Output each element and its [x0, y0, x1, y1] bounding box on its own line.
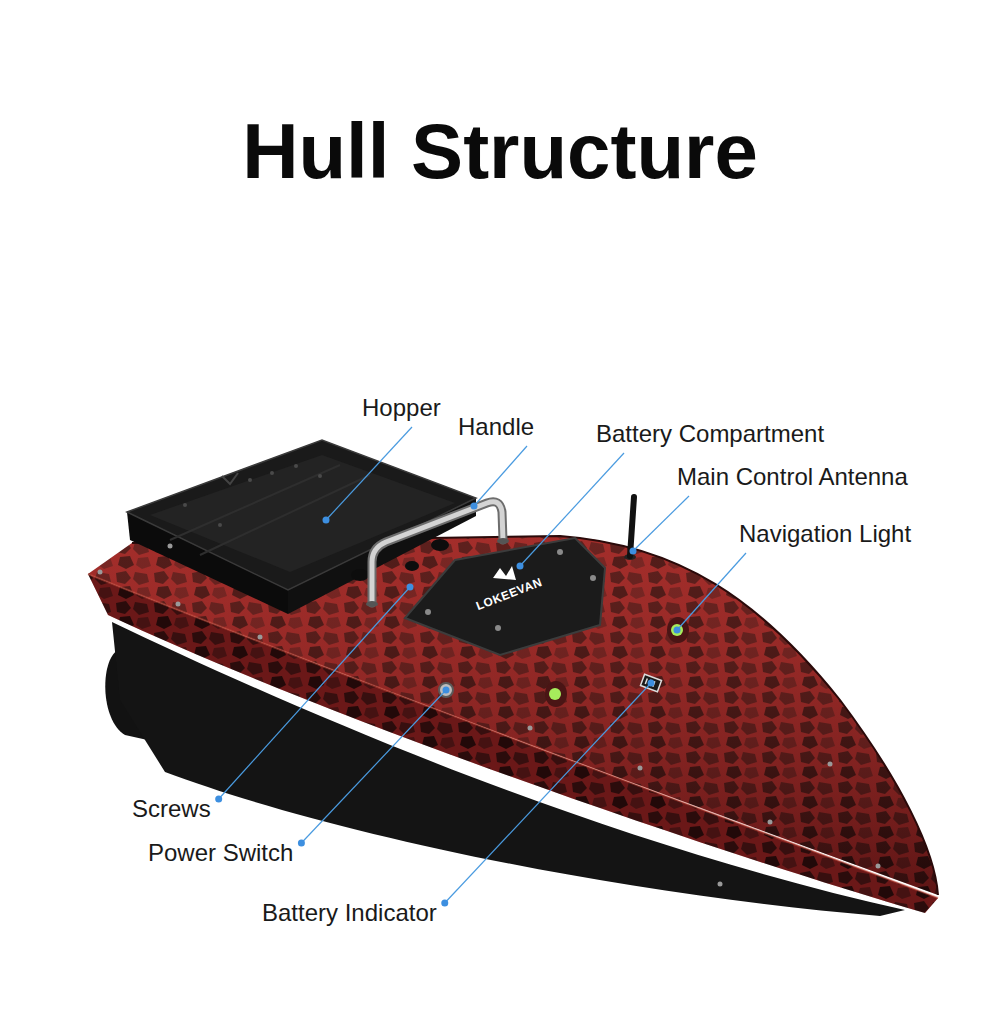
- part-label: Battery Indicator: [262, 899, 437, 927]
- hole: [270, 471, 274, 475]
- leader-dot: [407, 584, 414, 591]
- leader-dot: [517, 563, 524, 570]
- leader-dot: [674, 627, 681, 634]
- logo-mark: [493, 566, 516, 580]
- leader-dot: [648, 680, 655, 687]
- navigation-light: [549, 688, 561, 700]
- hole: [248, 478, 252, 482]
- indicator-frame: [640, 674, 661, 691]
- screw: [828, 762, 833, 767]
- leader-dot: [323, 517, 330, 524]
- leader-line: [474, 446, 527, 506]
- lid-screws: [425, 549, 596, 631]
- indicator-bars: [645, 678, 655, 686]
- part-label: Navigation Light: [739, 520, 911, 548]
- deck: [88, 536, 938, 895]
- screw: [495, 625, 501, 631]
- hopper-rim: [127, 440, 476, 590]
- battery-indicator: [640, 674, 661, 691]
- handle-foot: [497, 538, 509, 544]
- part-label: Hopper: [362, 394, 441, 422]
- leader-dot: [443, 687, 450, 694]
- screw: [258, 635, 263, 640]
- handle-shadow: [372, 502, 503, 603]
- screw: [768, 820, 773, 825]
- leader-dot: [441, 900, 448, 907]
- screw: [876, 864, 881, 869]
- hopper-holes: [183, 464, 322, 527]
- leader-line: [633, 496, 689, 551]
- screw: [168, 544, 173, 549]
- part-label: Battery Compartment: [596, 420, 824, 448]
- knob: [351, 569, 369, 581]
- part-label: Power Switch: [148, 839, 293, 867]
- hole: [218, 523, 222, 527]
- deck-shade: [88, 536, 938, 895]
- hole: [294, 464, 298, 468]
- leader-dot: [298, 840, 305, 847]
- screw: [176, 602, 181, 607]
- screw: [718, 882, 723, 887]
- title: Hull Structure: [0, 112, 1000, 190]
- part-label: Handle: [458, 413, 534, 441]
- part-label: Screws: [132, 795, 211, 823]
- part-label: Main Control Antenna: [677, 463, 908, 491]
- screw: [408, 585, 413, 590]
- leader-dot: [471, 503, 478, 510]
- knob: [431, 539, 449, 551]
- handle-foot: [366, 601, 378, 607]
- leader-line: [520, 453, 624, 566]
- leader-line: [445, 683, 651, 903]
- screw: [528, 726, 533, 731]
- hopper-floor: [150, 455, 455, 572]
- leader-line: [677, 553, 746, 630]
- screw: [557, 549, 563, 555]
- hull-screws: [98, 544, 881, 887]
- leader-line: [326, 427, 412, 520]
- hopper-notch: [222, 473, 238, 484]
- leader-dot: [630, 548, 637, 555]
- hole: [183, 503, 187, 507]
- antenna: [630, 497, 634, 556]
- hole: [318, 474, 322, 478]
- knob: [405, 561, 419, 571]
- screw: [98, 570, 103, 575]
- leader-line: [219, 587, 410, 799]
- hopper-ridge: [170, 465, 370, 555]
- screw: [590, 575, 596, 581]
- light-housing: [545, 681, 567, 707]
- screw: [425, 609, 431, 615]
- battery-lid: [405, 538, 605, 655]
- handle: [372, 502, 503, 603]
- leader-dot: [215, 796, 222, 803]
- leader-line: [301, 690, 446, 843]
- screw: [638, 766, 643, 771]
